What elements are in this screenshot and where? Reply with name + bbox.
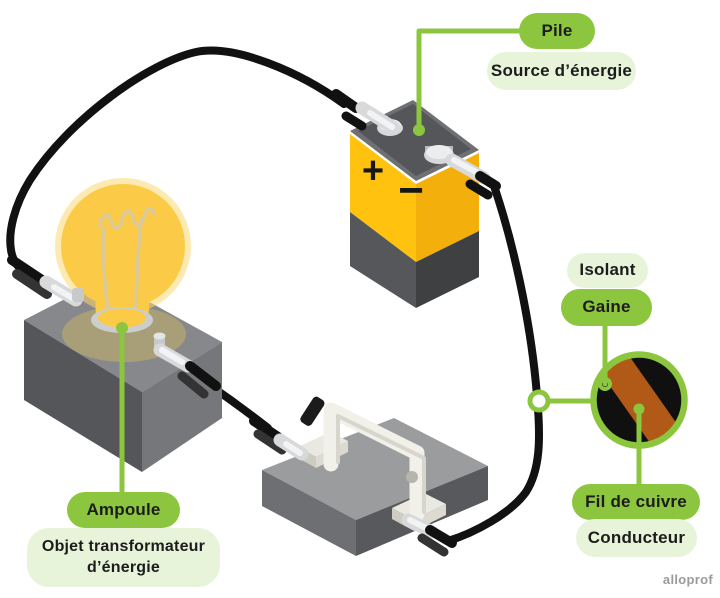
alligator-clip [7, 255, 84, 307]
alloprof-watermark: alloprof [662, 572, 713, 587]
wire-battery-to-bulb [6, 46, 348, 278]
label-fil-de-cuivre: Fil de cuivre [572, 484, 700, 520]
bulb-box-left-face [24, 320, 142, 472]
label-pile: Pile [519, 13, 595, 49]
battery-right-face-yellow [416, 153, 479, 262]
leader-pile [416, 28, 522, 129]
wire-switch-to-battery [444, 179, 543, 545]
label-gaine: Gaine [561, 289, 652, 326]
alligator-clip [153, 332, 221, 399]
switch-arch-hole [406, 471, 418, 483]
alligator-clip [249, 416, 309, 461]
pile-anchor-dot [413, 124, 425, 136]
wire-end-behind-post [300, 396, 325, 426]
switch-base-top-face [262, 418, 488, 520]
battery-illustration: + − [331, 89, 501, 308]
gaine-anchor-dot [598, 377, 612, 391]
label-conducteur: Conducteur [576, 519, 697, 557]
label-objet-transformateur: Objet transformateur d’énergie [27, 528, 220, 587]
battery-left-face-dark [350, 212, 416, 308]
battery-plus-mark: + [362, 150, 384, 192]
bulb-filament [98, 207, 156, 316]
label-source-denergie: Source d’énergie [487, 52, 636, 90]
alligator-clip [401, 513, 457, 557]
switch-arch-shadow [336, 414, 426, 514]
label-ampoule: Ampoule [67, 492, 180, 528]
battery-right-face-dark [416, 231, 479, 308]
switch-illustration [249, 396, 488, 557]
fil-de-cuivre-anchor-dot [633, 403, 645, 415]
magnifier-anchor-point [527, 389, 551, 413]
switch-base-left-face [262, 470, 356, 556]
alligator-clip [331, 89, 401, 135]
leader-lines [119, 28, 642, 495]
alligator-clip [445, 153, 501, 200]
wire-cross-section-magnifier [527, 351, 688, 449]
battery-minus-mark: − [398, 166, 424, 215]
ampoule-anchor-dot [116, 322, 128, 334]
bulb-base-top [98, 308, 146, 328]
battery-left-face-yellow [350, 134, 416, 262]
label-isolant: Isolant [567, 253, 648, 288]
